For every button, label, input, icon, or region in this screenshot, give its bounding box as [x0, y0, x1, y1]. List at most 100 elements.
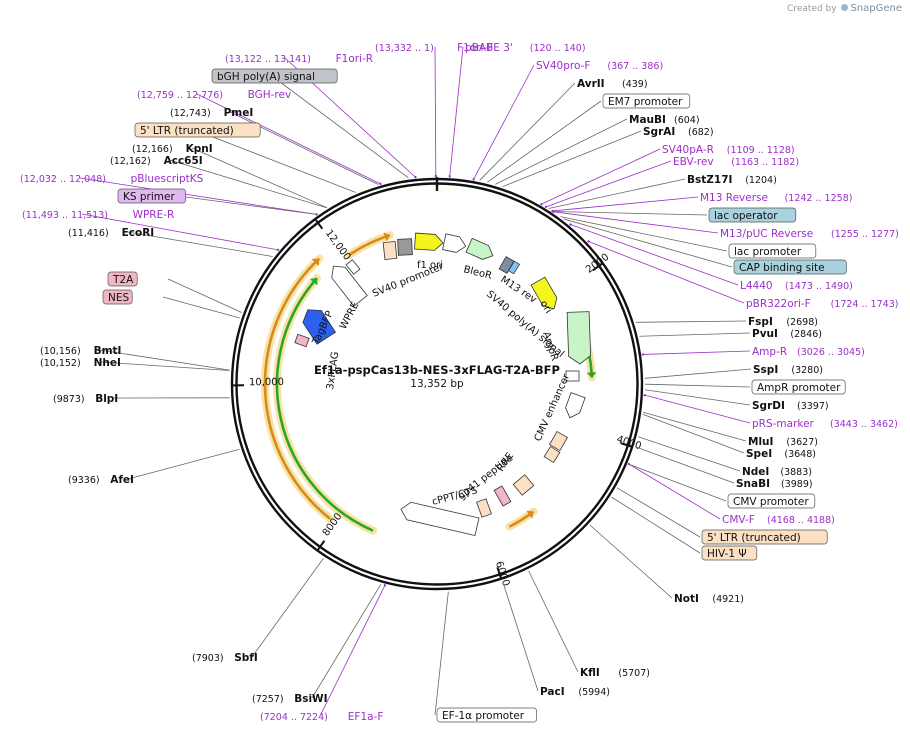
site-label-paci[interactable]: PacI(5994) — [540, 686, 610, 698]
enzyme-name: NotI — [674, 593, 699, 605]
site-label-m13-reverse[interactable]: M13 Reverse(1242 .. 1258) — [700, 192, 852, 204]
site-label-cmv-promoter[interactable]: CMV promoter — [728, 494, 815, 508]
site-label-maubi[interactable]: MauBI(604) — [629, 114, 700, 126]
primer-coords: (3443 .. 3462) — [830, 419, 898, 430]
enzyme-coords: (682) — [688, 127, 714, 138]
site-label-bgh-polya[interactable]: bGH poly(A) signal — [212, 69, 337, 83]
leader-ampr-promoter — [645, 384, 750, 387]
site-label-blpi[interactable]: (9873)BlpI — [53, 393, 118, 405]
inner-label-sv40-promoter: SV40 promoter — [371, 261, 446, 300]
primer-site-pbr322ori-f — [588, 241, 589, 242]
leader-noti — [590, 525, 672, 598]
site-label-spei[interactable]: SpeI(3648) — [746, 448, 816, 460]
site-label-ecori[interactable]: (11,416)EcoRI — [68, 227, 154, 239]
inner-label-wpre: WPRE — [338, 300, 361, 331]
site-label-sv40pro-f[interactable]: SV40pro-F(367 .. 386) — [536, 60, 663, 72]
site-label-amp-r[interactable]: Amp-R(3026 .. 3045) — [752, 346, 865, 358]
site-label-5ltr-trunc-a[interactable]: 5' LTR (truncated) — [135, 123, 260, 137]
site-label-5ltr-trunc-b[interactable]: 5' LTR (truncated) — [702, 530, 827, 544]
site-label-lac-promoter[interactable]: lac promoter — [729, 244, 816, 258]
site-label-snabi[interactable]: SnaBI(3989) — [736, 478, 813, 490]
site-label-ef1a-f[interactable]: (7204 .. 7224)EF1a-F — [260, 711, 383, 723]
site-label-lac-operator[interactable]: lac operator — [709, 208, 796, 222]
site-label-sbfi[interactable]: (7903)SbfI — [192, 652, 258, 664]
credit-prefix: Created by — [787, 4, 837, 14]
site-label-cap-binding-site[interactable]: CAP binding site — [734, 260, 846, 274]
site-label-ampr-promoter[interactable]: AmpR promoter — [752, 380, 845, 394]
enzyme-name: KflI — [580, 667, 600, 679]
enzyme-name: KpnI — [186, 143, 213, 155]
site-label-afei[interactable]: (9336)AfeI — [68, 474, 134, 486]
feature-gp41-box — [494, 486, 511, 506]
primer-coords: (13,122 .. 13,141) — [225, 54, 311, 65]
enzyme-name: SpeI — [746, 448, 772, 460]
site-label-nes[interactable]: NES — [103, 290, 132, 304]
primer-coords: (4168 .. 4188) — [767, 515, 835, 526]
site-label-nhei[interactable]: (10,152)NheI — [40, 357, 121, 369]
enzyme-name: EcoRI — [122, 227, 155, 239]
site-label-wpre-r[interactable]: (11,493 .. 11,513)WPRE-R — [22, 209, 174, 221]
enzyme-coords: (439) — [622, 79, 648, 90]
site-label-ndei[interactable]: NdeI(3883) — [742, 466, 812, 478]
enzyme-coords: (3883) — [780, 467, 812, 478]
inner-label-cppt-cts: cPPT/CTS — [431, 485, 479, 508]
site-label-ebv-rev[interactable]: EBV-rev(1163 .. 1182) — [673, 156, 799, 168]
site-label-bstz17i[interactable]: BstZ17I(1204) — [687, 174, 777, 186]
site-label-ef-1a-promoter[interactable]: EF-1α promoter — [437, 708, 537, 722]
enzyme-coords: (7257) — [252, 694, 284, 705]
site-label-fspi[interactable]: FspI(2698) — [748, 316, 818, 328]
site-label-pvui[interactable]: PvuI(2846) — [752, 328, 822, 340]
primer-coords: (12,032 .. 12,048) — [20, 174, 106, 185]
primer-coords: (1724 .. 1743) — [831, 299, 899, 310]
site-label-l4440[interactable]: L4440(1473 .. 1490) — [740, 280, 853, 292]
site-label-avrii[interactable]: AvrII(439) — [577, 78, 648, 90]
site-label-prs-marker[interactable]: pRS-marker(3443 .. 3462) — [752, 418, 898, 430]
enzyme-coords: (2846) — [790, 329, 822, 340]
feature-tag-label: HIV-1 Ψ — [707, 548, 747, 560]
site-label-mlui[interactable]: MluI(3627) — [748, 436, 818, 448]
site-label-pbabe-3[interactable]: pBABE 3'(120 .. 140) — [465, 42, 586, 54]
primer-name: L4440 — [740, 280, 773, 292]
primer-coords: (7204 .. 7224) — [260, 712, 328, 723]
site-label-bgh-rev[interactable]: (12,759 .. 12,776)BGH-rev — [137, 89, 291, 101]
site-label-sv40pa-r[interactable]: SV40pA-R(1109 .. 1128) — [662, 144, 795, 156]
feature-ampr-arrow — [567, 312, 591, 365]
enzyme-name: BlpI — [95, 393, 118, 405]
feature-bgh-polya — [398, 239, 413, 256]
site-label-acc65i[interactable]: (12,162)Acc65I — [110, 155, 203, 167]
leader-afei — [128, 449, 239, 479]
primer-name: SV40pA-R — [662, 144, 714, 156]
primer-coords: (120 .. 140) — [530, 43, 586, 54]
site-label-sspi[interactable]: SspI(3280) — [753, 364, 823, 376]
feature-tag-label: T2A — [112, 274, 134, 286]
site-label-noti[interactable]: NotI(4921) — [674, 593, 744, 605]
feature-bleor-arrow — [466, 238, 496, 262]
snapgene-logo-icon — [841, 4, 848, 11]
site-label-pmei[interactable]: (12,743)PmeI — [170, 107, 253, 119]
site-label-ks-primer[interactable]: KS primer — [118, 189, 186, 203]
site-label-cmv-f[interactable]: CMV-F(4168 .. 4188) — [722, 514, 835, 526]
site-label-hiv-1-psi[interactable]: HIV-1 Ψ — [702, 546, 757, 560]
primer-site-wpre-r — [277, 249, 278, 250]
leader-pbr322ori-f — [588, 241, 744, 303]
feature-wpre-arrow — [327, 261, 367, 306]
site-label-sgrdi[interactable]: SgrDI(3397) — [752, 400, 829, 412]
site-label-f1ori-r[interactable]: (13,122 .. 13,141)F1ori-R — [225, 53, 373, 65]
enzyme-name: MluI — [748, 436, 773, 448]
leader-paci — [503, 581, 538, 691]
primer-name: M13/pUC Reverse — [720, 228, 813, 240]
site-label-kfli[interactable]: KflI(5707) — [580, 667, 650, 679]
feature-tag-label: KS primer — [123, 191, 175, 203]
site-label-pbr322ori-f[interactable]: pBR322ori-F(1724 .. 1743) — [746, 298, 898, 310]
site-label-kpni[interactable]: (12,166)KpnI — [132, 143, 213, 155]
site-label-bmti[interactable]: (10,156)BmtI — [40, 345, 121, 357]
site-label-m13-puc-reverse[interactable]: M13/pUC Reverse(1255 .. 1277) — [720, 228, 899, 240]
site-label-sgrai[interactable]: SgrAI(682) — [643, 126, 714, 138]
site-label-em7-promoter[interactable]: EM7 promoter — [603, 94, 690, 108]
leader-lac-promoter — [560, 217, 727, 251]
leader-5ltr-trunc-b — [617, 488, 700, 537]
enzyme-name: PmeI — [224, 107, 254, 119]
site-label-bsiwi[interactable]: (7257)BsiWI — [252, 693, 328, 705]
site-label-t2a[interactable]: T2A — [108, 272, 137, 286]
